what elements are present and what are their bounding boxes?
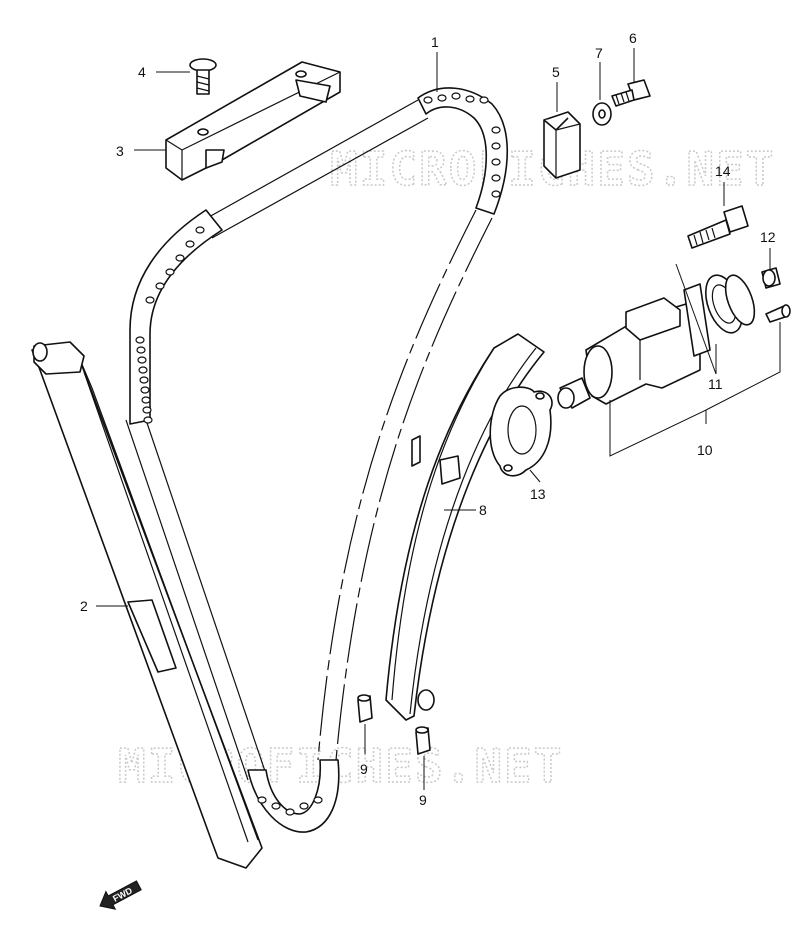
chain-pin-4 [139, 376, 149, 384]
callout-8: 8 [479, 502, 487, 518]
chain-pin-12 [175, 254, 185, 262]
screw-part-4 [189, 58, 217, 95]
chain-pin-18 [465, 95, 475, 103]
chain-pin-28 [299, 802, 309, 810]
chain-pin-23 [491, 174, 501, 182]
chain-pin-5 [140, 386, 150, 394]
callout-14: 14 [715, 163, 731, 179]
cushion-part-5 [543, 111, 581, 179]
callout-labels: 1 2 3 4 5 6 7 8 9 9 10 11 12 13 14 [80, 30, 776, 808]
chain-pin-14 [195, 226, 205, 234]
chain-pin-8 [143, 416, 153, 424]
callout-11: 11 [708, 376, 723, 392]
chain-pin-29 [313, 796, 323, 804]
bolt-part-6 [611, 79, 651, 107]
callout-12: 12 [760, 229, 776, 245]
chain-pin-27 [285, 808, 295, 816]
callout-9b: 9 [419, 792, 427, 808]
chain-pin-9 [145, 296, 155, 304]
chain-guide-part-2 [31, 341, 263, 869]
chain-pin-17 [451, 92, 461, 100]
callout-2: 2 [80, 598, 88, 614]
chain-pin-13 [185, 240, 195, 248]
chain-pin-0 [135, 336, 145, 344]
callout-10: 10 [697, 442, 713, 458]
callout-1: 1 [431, 34, 439, 50]
forward-arrow-icon: FWD [99, 880, 142, 910]
tensioner-assembly-part-10 [557, 283, 711, 409]
chain-pin-25 [257, 796, 267, 804]
chain-link-pins [135, 92, 501, 816]
cam-chain-part-1 [125, 87, 509, 833]
pin-part-9a [357, 694, 373, 723]
chain-guide-top-part-3 [165, 61, 341, 181]
gasket-part-11 [704, 274, 756, 334]
chain-pin-2 [137, 356, 147, 364]
pin-part-9b [415, 726, 431, 755]
chain-pin-7 [142, 406, 152, 414]
chain-pin-16 [437, 94, 447, 102]
chain-pin-21 [491, 142, 501, 150]
callout-6: 6 [629, 30, 637, 46]
chain-pin-10 [155, 282, 165, 290]
chain-pin-3 [138, 366, 148, 374]
chain-pin-20 [491, 126, 501, 134]
chain-pin-6 [141, 396, 151, 404]
callout-4: 4 [138, 64, 146, 80]
bolt-part-14 [687, 205, 749, 249]
callout-13: 13 [530, 486, 546, 502]
tensioner-guide-part-8 [385, 333, 545, 721]
washer-part-7 [592, 102, 612, 126]
screw-part-12-small [765, 304, 791, 323]
chain-pin-19 [479, 96, 489, 104]
gasket-part-13 [489, 386, 553, 477]
leader-lines [96, 48, 781, 790]
callout-9a: 9 [360, 761, 368, 777]
chain-pin-22 [491, 158, 501, 166]
callout-3: 3 [116, 143, 124, 159]
callout-7: 7 [595, 45, 603, 61]
chain-pin-26 [271, 802, 281, 810]
chain-pin-24 [491, 190, 501, 198]
callout-5: 5 [552, 64, 560, 80]
chain-pin-11 [165, 268, 175, 276]
cap-bolt-part-12 [761, 267, 781, 289]
chain-pin-15 [423, 96, 433, 104]
chain-pin-1 [136, 346, 146, 354]
